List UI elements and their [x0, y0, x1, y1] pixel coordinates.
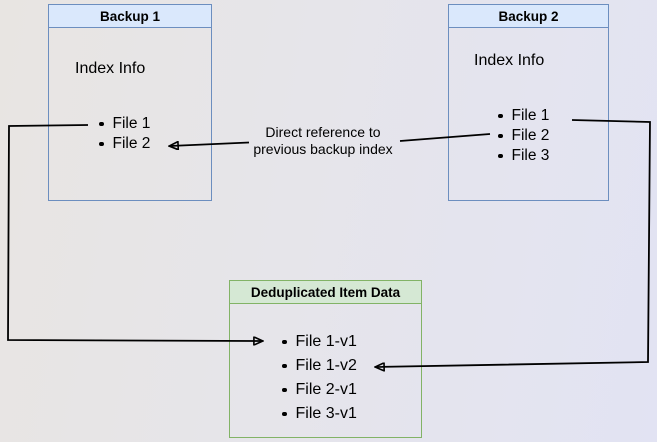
file-label: File 2-v1 — [295, 381, 357, 398]
backup1-section-label: Index Info — [75, 60, 146, 77]
list-item: File 2 — [99, 134, 150, 154]
direct-reference-label-line1: Direct reference to — [265, 124, 381, 140]
file-label: File 1-v2 — [295, 357, 357, 374]
list-item: File 1 — [498, 106, 549, 126]
bullet-icon — [282, 387, 287, 393]
bullet-icon — [99, 141, 104, 147]
list-item: File 2 — [498, 126, 549, 146]
dedup-node: Deduplicated Item Data File 1-v1 File 1-… — [229, 280, 422, 438]
bullet-icon — [498, 113, 503, 119]
file-label: File 3 — [511, 147, 550, 164]
backup2-file-list: File 1 File 2 File 3 — [498, 106, 549, 166]
bullet-icon — [282, 339, 287, 345]
file-label: File 1-v1 — [295, 333, 357, 350]
file-label: File 3-v1 — [295, 405, 357, 422]
backup2-title: Backup 2 — [449, 5, 608, 28]
bullet-icon — [282, 411, 287, 417]
direct-reference-label: Direct reference to previous backup inde… — [228, 124, 418, 158]
list-item: File 1 — [99, 114, 150, 134]
direct-reference-label-line2: previous backup index — [253, 141, 393, 157]
backup1-title: Backup 1 — [49, 5, 211, 28]
dedup-file-list: File 1-v1 File 1-v2 File 2-v1 File 3-v1 — [282, 330, 357, 426]
bullet-icon — [282, 363, 287, 369]
dedup-title: Deduplicated Item Data — [230, 281, 421, 304]
bullet-icon — [498, 133, 503, 139]
list-item: File 1-v1 — [282, 330, 357, 354]
file-label: File 1 — [511, 107, 550, 124]
file-label: File 2 — [112, 135, 151, 152]
file-label: File 2 — [511, 127, 550, 144]
backup1-node: Backup 1 Index Info File 1 File 2 — [48, 4, 212, 201]
bullet-icon — [99, 121, 104, 127]
bullet-icon — [498, 153, 503, 159]
file-label: File 1 — [112, 115, 151, 132]
backup1-file-list: File 1 File 2 — [99, 114, 150, 154]
list-item: File 1-v2 — [282, 354, 357, 378]
list-item: File 3-v1 — [282, 402, 357, 426]
backup2-node: Backup 2 Index Info File 1 File 2 File 3 — [448, 4, 609, 201]
backup2-section-label: Index Info — [474, 52, 545, 69]
list-item: File 2-v1 — [282, 378, 357, 402]
list-item: File 3 — [498, 146, 549, 166]
